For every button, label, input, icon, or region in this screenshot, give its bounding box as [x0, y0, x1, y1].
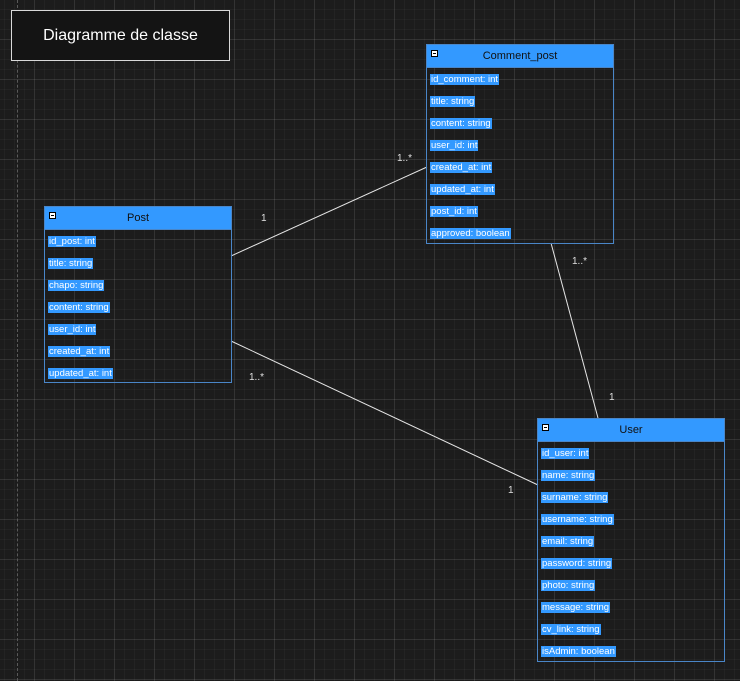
attribute-row[interactable]: chapo: string	[45, 274, 231, 296]
collapse-icon[interactable]	[49, 212, 56, 219]
attribute-row[interactable]: user_id: int	[427, 134, 613, 156]
attribute-text: photo: string	[541, 579, 596, 591]
attribute-text: updated_at: int	[430, 183, 495, 195]
class-header[interactable]: Post	[45, 207, 231, 230]
attribute-text: isAdmin: boolean	[541, 645, 616, 657]
attribute-row[interactable]: user_id: int	[45, 318, 231, 340]
attribute-text: name: string	[541, 469, 596, 481]
attribute-row[interactable]: post_id: int	[427, 200, 613, 222]
attribute-row[interactable]: created_at: int	[45, 340, 231, 362]
attribute-row[interactable]: created_at: int	[427, 156, 613, 178]
class-post[interactable]: Post id_post: int title: string chapo: s…	[44, 206, 232, 383]
edge-comment-user[interactable]	[550, 242, 599, 419]
attribute-text: post_id: int	[430, 205, 478, 217]
attribute-row[interactable]: title: string	[45, 252, 231, 274]
attribute-row[interactable]: surname: string	[538, 486, 724, 508]
class-name: Comment_post	[482, 50, 558, 62]
attribute-row[interactable]: updated_at: int	[45, 362, 231, 384]
attribute-text: id_post: int	[48, 235, 96, 247]
attribute-text: created_at: int	[430, 161, 493, 173]
attribute-text: cv_link: string	[541, 623, 601, 635]
attribute-text: title: string	[430, 95, 476, 107]
attribute-row[interactable]: name: string	[538, 464, 724, 486]
class-comment-post[interactable]: Comment_post id_comment: int title: stri…	[426, 44, 614, 244]
attribute-row[interactable]: username: string	[538, 508, 724, 530]
mult-comment-user-user-end: 1	[609, 392, 615, 403]
class-name: User	[619, 424, 643, 436]
attribute-text: content: string	[430, 117, 492, 129]
class-header[interactable]: Comment_post	[427, 45, 613, 68]
attribute-row[interactable]: id_post: int	[45, 230, 231, 252]
attribute-row[interactable]: content: string	[427, 112, 613, 134]
attribute-row[interactable]: message: string	[538, 596, 724, 618]
attribute-text: email: string	[541, 535, 595, 547]
attribute-row[interactable]: photo: string	[538, 574, 724, 596]
attribute-row[interactable]: id_user: int	[538, 442, 724, 464]
class-name: Post	[126, 212, 149, 224]
attribute-text: user_id: int	[48, 323, 97, 335]
collapse-icon[interactable]	[431, 50, 438, 57]
attribute-row[interactable]: email: string	[538, 530, 724, 552]
attribute-text: message: string	[541, 601, 611, 613]
attribute-row[interactable]: content: string	[45, 296, 231, 318]
attribute-text: id_comment: int	[430, 73, 500, 85]
attribute-text: title: string	[48, 257, 94, 269]
attribute-row[interactable]: id_comment: int	[427, 68, 613, 90]
mult-post-user-user-end: 1	[508, 485, 514, 496]
attribute-text: chapo: string	[48, 279, 105, 291]
attribute-row[interactable]: title: string	[427, 90, 613, 112]
attribute-text: updated_at: int	[48, 367, 113, 379]
attribute-text: id_user: int	[541, 447, 590, 459]
attribute-text: content: string	[48, 301, 110, 313]
attribute-row[interactable]: approved: boolean	[427, 222, 613, 244]
attribute-row[interactable]: updated_at: int	[427, 178, 613, 200]
mult-post-comment-post-end: 1	[261, 213, 267, 224]
class-header[interactable]: User	[538, 419, 724, 442]
attribute-text: password: string	[541, 557, 613, 569]
page-guide-line	[17, 0, 18, 681]
attribute-text: username: string	[541, 513, 614, 525]
attribute-text: user_id: int	[430, 139, 479, 151]
diagram-title[interactable]: Diagramme de classe	[11, 10, 230, 61]
attribute-text: created_at: int	[48, 345, 111, 357]
attribute-text: approved: boolean	[430, 227, 511, 239]
edge-post-user[interactable]	[230, 340, 539, 486]
edge-post-comment[interactable]	[230, 166, 428, 257]
class-user[interactable]: User id_user: int name: string surname: …	[537, 418, 725, 662]
mult-post-user-post-end: 1..*	[249, 372, 265, 383]
attribute-row[interactable]: password: string	[538, 552, 724, 574]
collapse-icon[interactable]	[542, 424, 549, 431]
mult-comment-user-comment-end: 1..*	[572, 256, 588, 267]
attribute-row[interactable]: cv_link: string	[538, 618, 724, 640]
attribute-text: surname: string	[541, 491, 609, 503]
attribute-row[interactable]: isAdmin: boolean	[538, 640, 724, 662]
mult-post-comment-comment-end: 1..*	[397, 153, 413, 164]
